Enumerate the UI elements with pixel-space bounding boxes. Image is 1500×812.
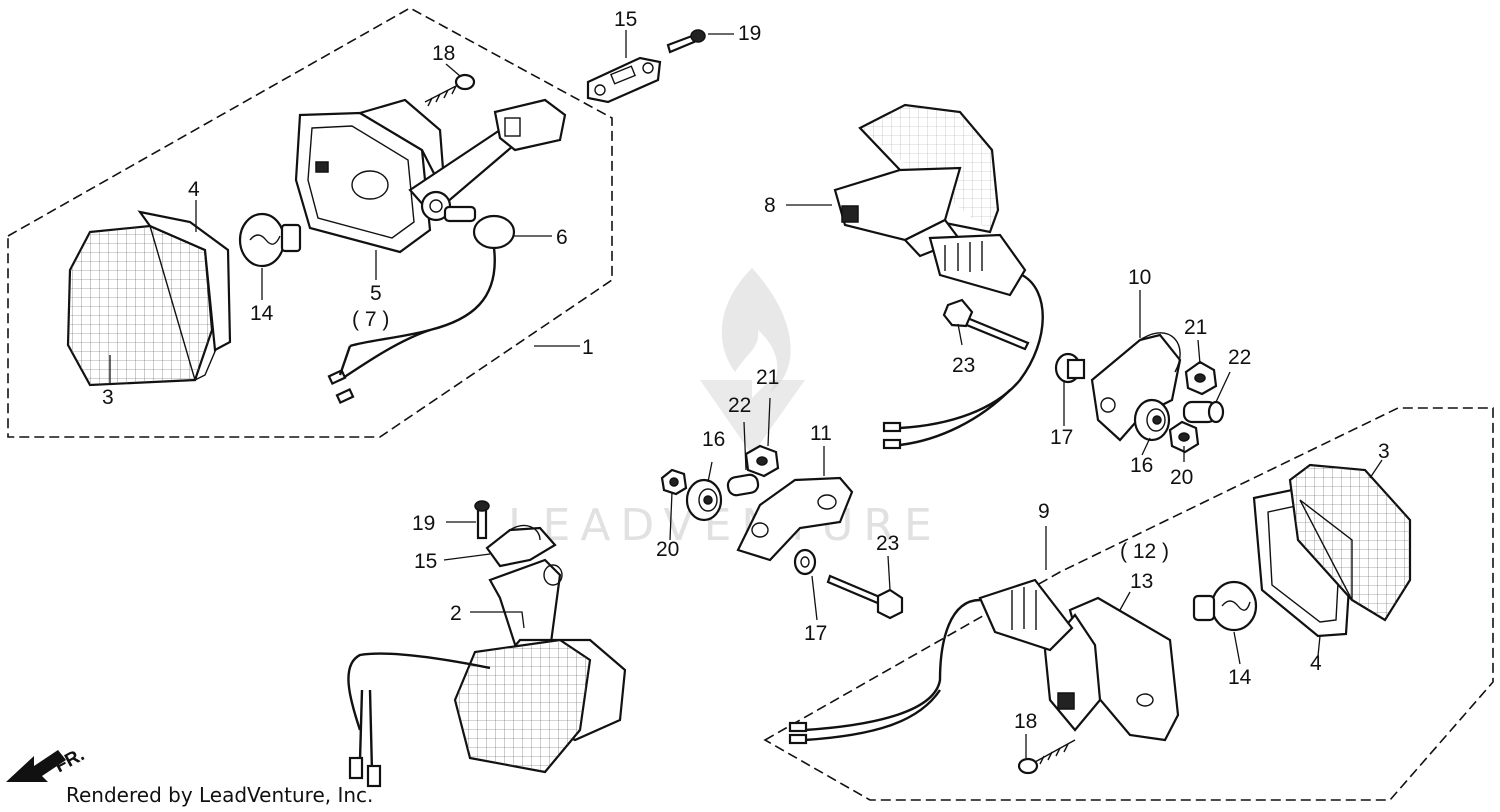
screw-18-left [424,73,476,107]
callout-20-mid: 20 [656,538,679,561]
callout-7: ( 7 ) [352,308,389,331]
lens-3-left [66,224,223,387]
nut-20-right [1168,420,1200,454]
callout-22-right: 22 [1228,346,1251,369]
callout-9: 9 [1038,500,1050,523]
clamp-15-lower [485,524,557,568]
winker-2 [347,558,627,788]
leader-lines [109,30,1383,758]
bolt-19-top [666,29,706,54]
stay-arm [408,98,567,222]
callout-14-right: 14 [1228,666,1252,689]
footer-credit: Rendered by LeadVenture, Inc. [66,783,373,807]
front-direction-indicator: FR. [6,744,88,782]
nut-21-mid [744,444,780,478]
callout-19-top: 19 [738,22,761,45]
callout-23-mid: 23 [876,532,899,555]
bracket-11 [736,476,854,562]
group-9-rear-winker [763,407,1494,801]
grommet-16-mid [685,478,723,522]
watermark-v-icon [700,380,805,455]
callout-15-lower: 15 [414,550,437,573]
callout-6: 6 [556,226,568,249]
group-1-outline [7,7,613,438]
bulb-14-right [1192,580,1258,632]
bolt-19-lower [474,500,490,540]
grommet-16-right [1133,398,1171,442]
collar-17-mid [793,548,817,576]
socket-6 [327,205,516,405]
screw-18-right [1017,739,1076,775]
callout-10: 10 [1128,266,1151,289]
callout-21-right: 21 [1184,316,1207,339]
callout-17-right: 17 [1050,426,1073,449]
callout-17-mid: 17 [804,622,827,645]
clamp-15-top [586,56,662,104]
callout-5: 5 [370,282,382,305]
callout-14-left: 14 [250,302,274,325]
bolt-23-mid [826,574,904,620]
callout-20-right: 20 [1170,466,1193,489]
callout-2: 2 [450,602,462,625]
front-arrow-icon [6,750,66,782]
group-9-outline [763,407,1494,801]
callout-13: 13 [1130,570,1153,593]
callout-3-right: 3 [1378,440,1390,463]
callout-16-right: 16 [1130,454,1153,477]
callout-18-left: 18 [432,42,455,65]
callout-4-left: 4 [188,178,200,201]
callout-21-mid: 21 [756,366,779,389]
callout-19-lower: 19 [412,512,435,535]
nut-20-mid [660,468,688,496]
bracket-10 [1090,332,1182,442]
collar-17-right [1054,352,1086,384]
housing-5 [294,98,447,254]
spacer-22-mid [726,473,760,497]
body-13 [788,578,1180,745]
spacer-22-right [1182,400,1225,424]
callout-18-right: 18 [1014,710,1037,733]
callout-4-right: 4 [1310,652,1322,675]
nut-21-right [1184,360,1218,396]
callout-11: 11 [810,422,832,445]
callout-15-top: 15 [614,8,637,31]
group-1-front-left-winker [7,7,613,438]
callout-12: ( 12 ) [1120,540,1169,563]
bulb-14-left [238,212,302,268]
watermark-flame-icon [721,268,791,392]
callout-23-right: 23 [952,354,975,377]
watermark: LEADVENTURE [508,268,932,551]
callout-1: 1 [582,336,594,359]
front-direction-label: FR. [51,744,88,777]
lens-3-right [1288,463,1412,622]
callout-8: 8 [764,194,776,217]
callout-22-mid: 22 [728,394,751,417]
bolt-23-right [942,298,1030,351]
callout-3-left: 3 [102,386,114,409]
callout-labels: 1 2 3 3 4 4 5 ( 7 ) 6 8 9 10 11 ( 12 ) 1… [102,8,1390,733]
winker-8 [833,103,1044,450]
callout-16-mid: 16 [702,428,725,451]
